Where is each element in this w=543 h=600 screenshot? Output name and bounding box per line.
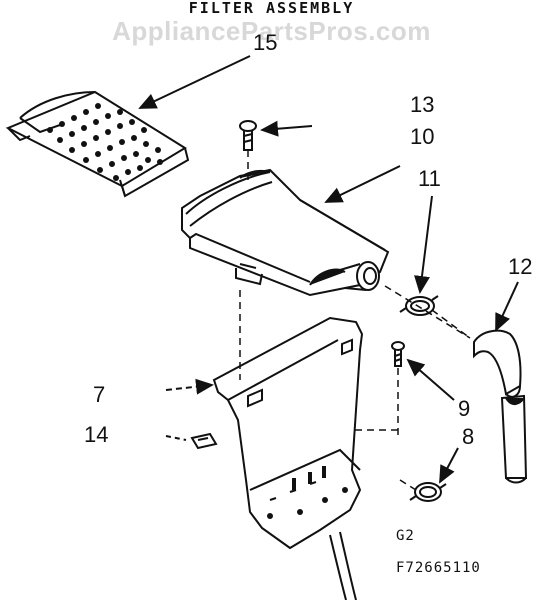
callout-7: 7 — [93, 382, 106, 407]
filter-housing-part-10 — [181, 168, 390, 297]
clip-part-14 — [190, 432, 218, 450]
filter-screen-part-15 — [5, 90, 190, 198]
bracket-part-7 — [212, 316, 364, 600]
screw-part-9 — [391, 341, 405, 367]
diagram-title: FILTER ASSEMBLY — [188, 0, 355, 17]
alignment-lines — [239, 150, 471, 491]
callout-11: 11 — [418, 166, 441, 191]
leader-arrows — [138, 55, 519, 484]
group-code: G2 — [396, 528, 415, 544]
callout-13: 13 — [410, 92, 435, 117]
callout-8: 8 — [462, 424, 475, 449]
callout-12: 12 — [508, 254, 533, 279]
clamp-part-11 — [399, 295, 439, 316]
figure-code: F72665110 — [396, 560, 481, 576]
callout-14: 14 — [84, 422, 109, 447]
clamp-part-8 — [409, 482, 447, 502]
hose-part-12 — [473, 329, 528, 484]
callout-10: 10 — [410, 124, 435, 149]
callout-15: 15 — [253, 30, 278, 55]
screw-part-13 — [239, 120, 257, 151]
watermark: AppliancePartsPros.com — [112, 16, 431, 46]
callout-9: 9 — [458, 396, 471, 421]
